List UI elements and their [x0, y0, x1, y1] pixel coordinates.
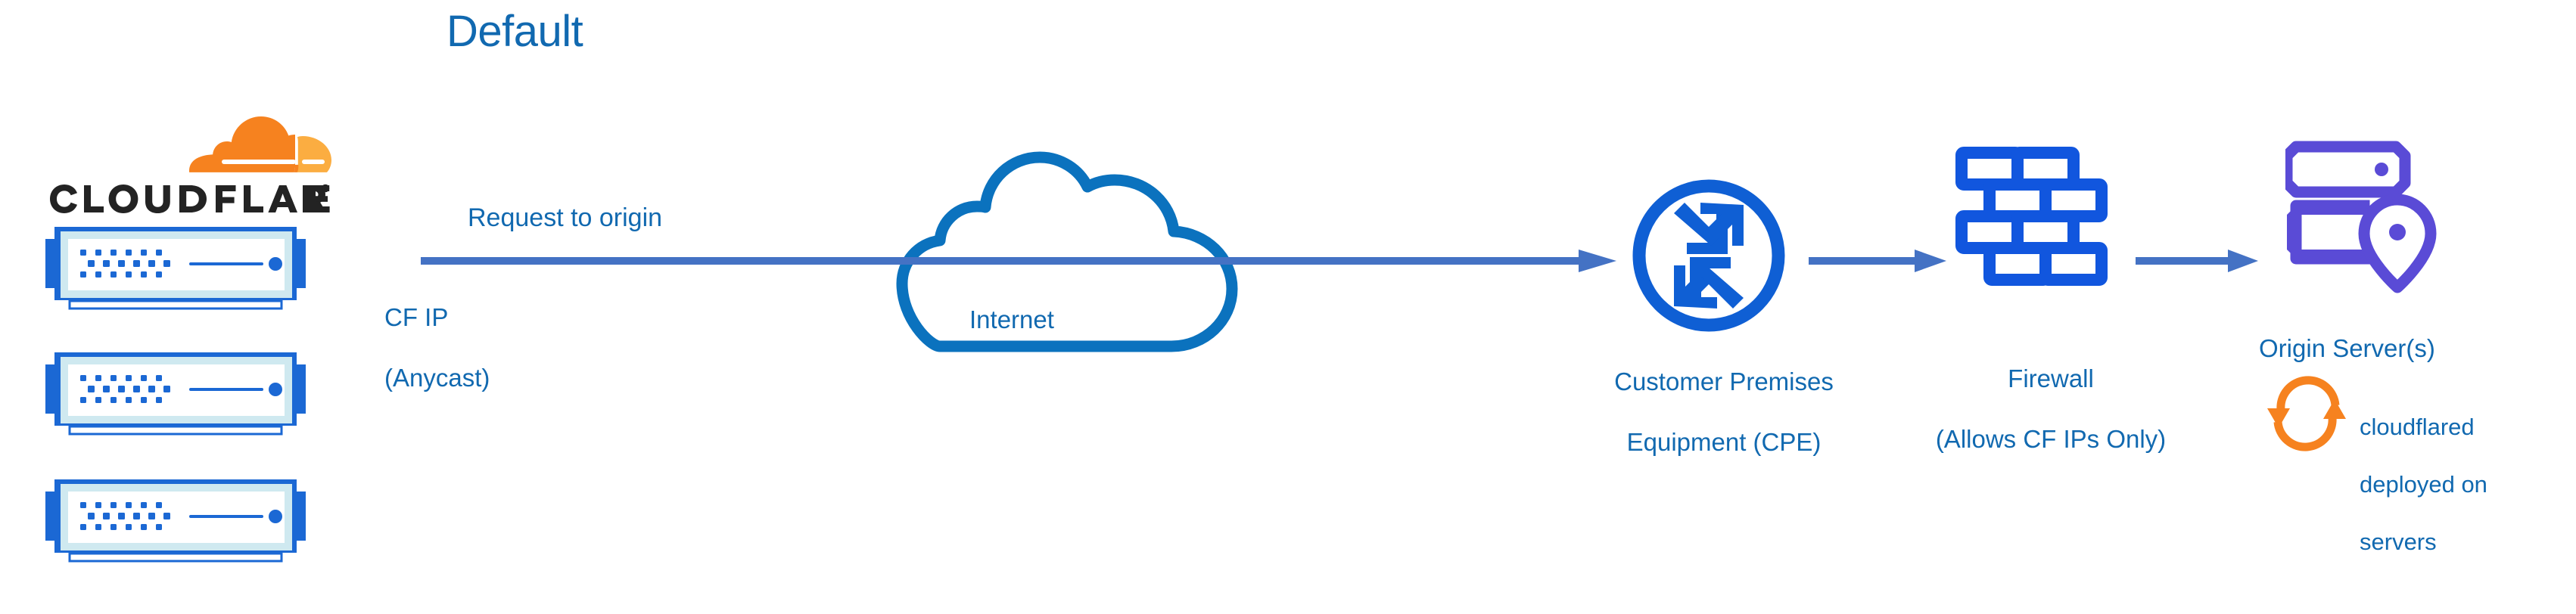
brick-wall-icon [1955, 147, 2108, 286]
server-rack-icon [45, 227, 306, 310]
label-internet: Internet [969, 305, 1054, 333]
label-firewall: Firewall (Allows CF IPs Only) [1884, 333, 2217, 485]
page-title: Default [446, 7, 583, 56]
cloudflare-edge-server [17, 469, 334, 563]
label-origin-server: Origin Server(s) [2259, 334, 2435, 362]
label-request-to-origin: Request to origin [468, 203, 663, 232]
connector-firewall-to-origin [2136, 247, 2287, 277]
cloudflared-annotation-icon [2261, 372, 2352, 459]
label-cf-ip-line2: (Anycast) [384, 364, 490, 392]
arrow-right-icon [421, 250, 1616, 272]
arrow-right-icon [2136, 250, 2258, 272]
arrow-right-icon [1809, 250, 1946, 272]
connector-cpe-to-firewall [1809, 247, 1960, 277]
cloudflare-edge-server [17, 342, 334, 436]
router-circle-icon [1632, 179, 1785, 332]
label-cf-ip-line1: CF IP [384, 303, 449, 331]
label-firewall-line1: Firewall [2008, 364, 2094, 392]
sync-refresh-icon [2267, 376, 2346, 451]
label-cf-ip: CF IP (Anycast) [384, 272, 490, 423]
label-firewall-line2: (Allows CF IPs Only) [1935, 425, 2167, 453]
cloudflare-logo: R [30, 113, 348, 213]
cloudflare-edge-server [17, 216, 334, 311]
cloudflare-cloud-mark [189, 116, 331, 172]
label-cloudflared-line2: deployed on [2360, 471, 2487, 498]
cpe-node [1627, 174, 1790, 341]
origin-server-pin-icon [2281, 141, 2437, 293]
label-cpe-line1: Customer Premises [1614, 367, 1834, 395]
svg-text:R: R [324, 187, 328, 192]
server-rack-icon [45, 479, 306, 563]
label-cloudflared: cloudflared deployed on servers [2360, 384, 2487, 585]
cloudflare-wordmark: R [50, 184, 330, 213]
firewall-node [1952, 144, 2116, 303]
label-cloudflared-line1: cloudflared [2360, 414, 2475, 440]
label-cloudflared-line3: servers [2360, 529, 2437, 555]
connector-edge-to-cpe [421, 247, 1632, 277]
label-cpe: Customer Premises Equipment (CPE) [1557, 336, 1890, 488]
server-rack-icon [45, 352, 306, 436]
label-cpe-line2: Equipment (CPE) [1626, 428, 1822, 456]
internet-cloud [840, 106, 1271, 359]
origin-server-node [2281, 136, 2459, 306]
cloud-icon [896, 151, 1238, 352]
